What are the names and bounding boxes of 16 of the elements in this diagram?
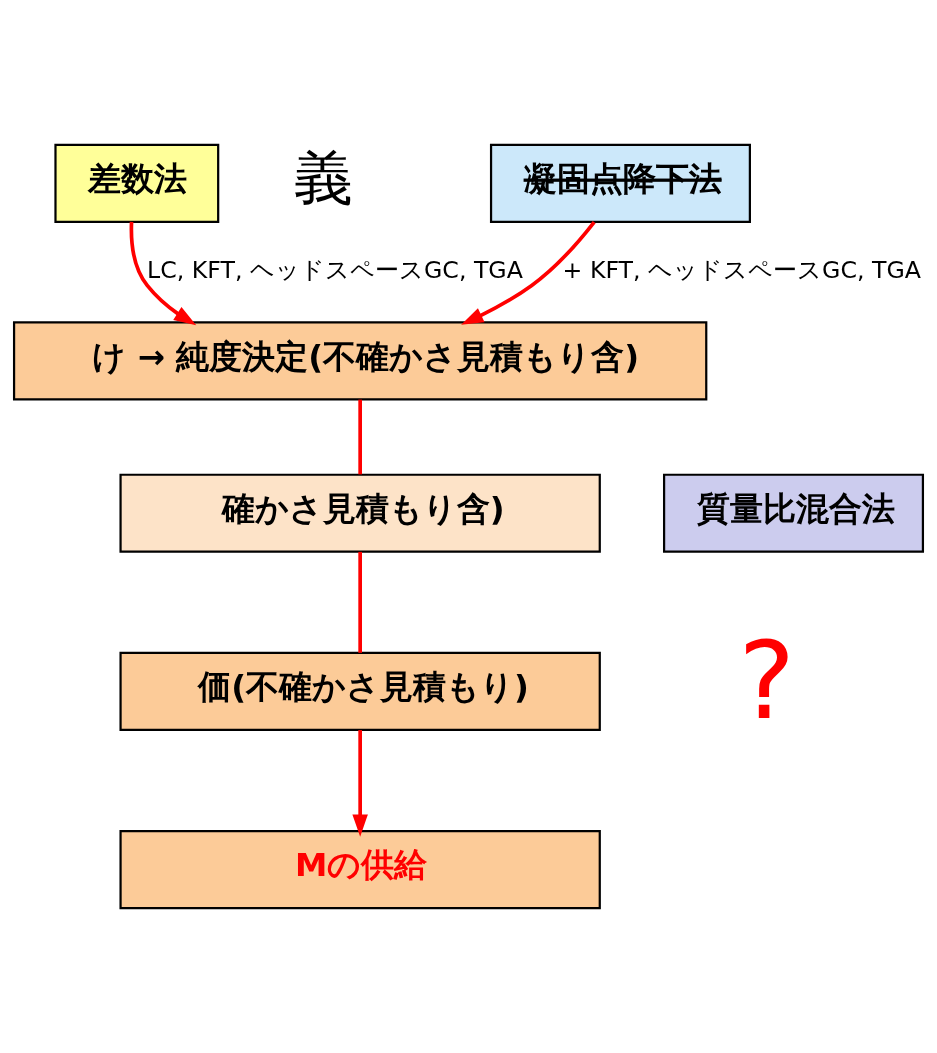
node-box: Mの供給	[119, 830, 601, 910]
edge-label: + KFT, ヘッドスペースGC, TGA	[562, 255, 921, 284]
node-box: 質量比混合法	[663, 473, 925, 553]
arrow	[461, 220, 596, 325]
connector	[358, 551, 362, 653]
label: 義	[293, 143, 353, 213]
node-box: 確かさ見積もり含)	[119, 473, 601, 553]
node-box: 凝固点降下法	[489, 143, 751, 223]
node-box: 差数法	[54, 143, 220, 223]
arrow	[129, 221, 197, 326]
arrow	[352, 730, 368, 837]
edge-label: LC, KFT, ヘッドスペースGC, TGA	[147, 255, 523, 284]
connector	[358, 399, 362, 475]
node-box: け → 純度決定(不確かさ見積もり含)	[12, 321, 708, 401]
label: ?	[738, 619, 796, 744]
node-box: 価(不確かさ見積もり)	[119, 651, 601, 731]
